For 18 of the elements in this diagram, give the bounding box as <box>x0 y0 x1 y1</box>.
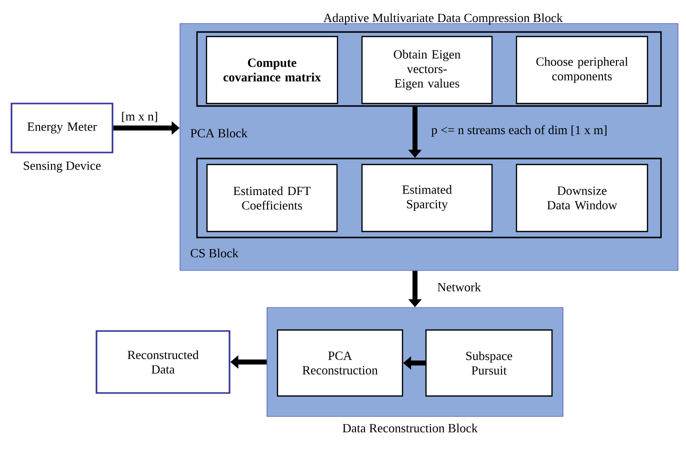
process-box: Estimated Sparcity <box>361 164 493 232</box>
edge-label: [m x n] <box>122 112 158 122</box>
device-box: Energy Meter <box>10 102 114 154</box>
process-box: Downsize Data Window <box>516 164 648 232</box>
block-heading: Data Reconstruction Block <box>342 424 478 432</box>
process-box: Subspace Pursuit <box>425 329 553 397</box>
edge-label: p <= n streams each of dim [1 x m] <box>431 125 606 137</box>
process-box: Compute covariance matrix <box>206 36 338 104</box>
process-box: Obtain Eigen vectors- Eigen values <box>361 36 493 104</box>
process-box: Estimated DFT Coefficients <box>206 164 338 232</box>
edge-label: Network <box>438 282 481 292</box>
block-heading: CS Block <box>190 248 238 258</box>
device-caption: Sensing Device <box>24 162 101 172</box>
block-heading: PCA Block <box>190 128 248 138</box>
device-box: Reconstructed Data <box>96 330 230 394</box>
process-box: PCA Reconstruction <box>276 329 404 397</box>
process-box: Choose peripheral components <box>516 36 648 104</box>
block-heading: Adaptive Multivariate Data Compression Block <box>323 13 563 25</box>
